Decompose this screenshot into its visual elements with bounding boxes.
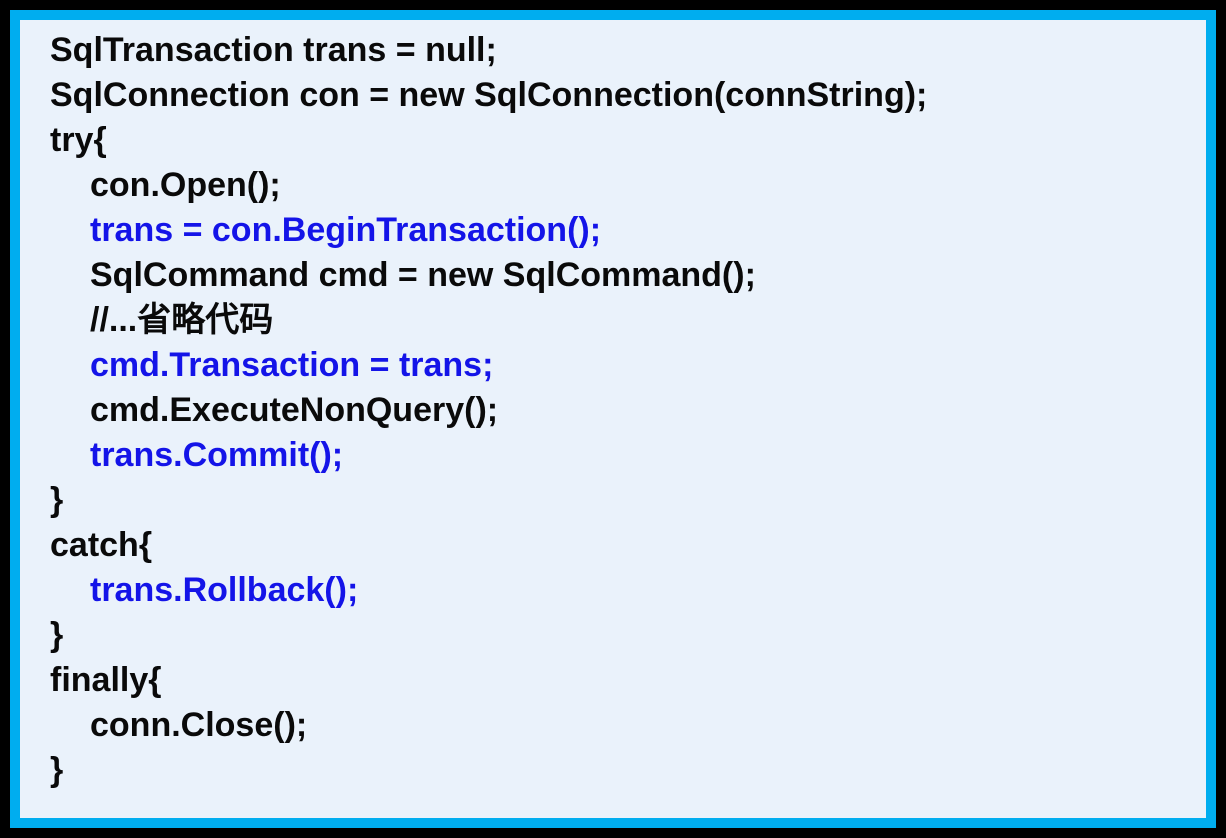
code-line: SqlConnection con = new SqlConnection(co… xyxy=(50,76,928,114)
code-line: trans.Rollback(); xyxy=(90,571,359,609)
code-line: finally{ xyxy=(50,661,162,699)
code-lines: SqlTransaction trans = null; SqlConnectio… xyxy=(38,28,1188,793)
code-line: } xyxy=(50,751,64,789)
code-line: con.Open(); xyxy=(90,166,281,204)
code-line: conn.Close(); xyxy=(90,706,308,744)
code-line: cmd.Transaction = trans; xyxy=(90,346,494,384)
code-line: } xyxy=(50,481,64,519)
code-line: trans.Commit(); xyxy=(90,436,344,474)
code-line: try{ xyxy=(50,121,107,159)
code-line: trans = con.BeginTransaction(); xyxy=(90,211,602,249)
code-line: catch{ xyxy=(50,526,153,564)
code-line: //...省略代码 xyxy=(90,301,274,339)
code-line: SqlTransaction trans = null; xyxy=(50,31,497,69)
code-line: SqlCommand cmd = new SqlCommand(); xyxy=(90,256,756,294)
code-line: cmd.ExecuteNonQuery(); xyxy=(90,391,499,429)
code-line: } xyxy=(50,616,64,654)
code-panel: SqlTransaction trans = null; SqlConnectio… xyxy=(10,10,1216,828)
